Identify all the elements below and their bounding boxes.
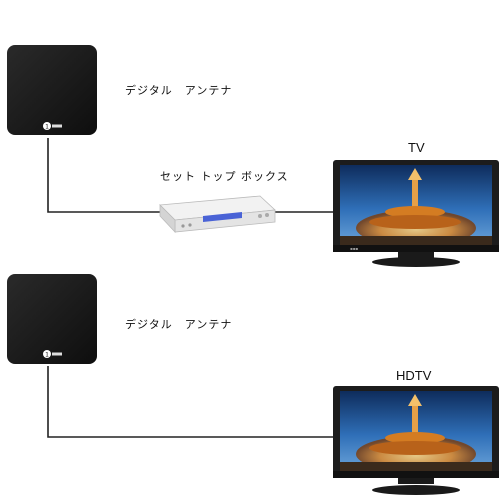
top-diagram: 1 <box>7 45 499 267</box>
svg-text:1: 1 <box>45 352 49 359</box>
tv-label: TV <box>408 140 425 155</box>
hdtv-label: HDTV <box>396 368 432 383</box>
set-top-box-label: セット トップ ボックス <box>160 170 289 183</box>
bottom-diagram: 1 <box>7 274 499 495</box>
flat-antenna-icon: 1 <box>7 274 97 364</box>
flat-antenna-icon: 1 <box>7 45 97 135</box>
set-top-box-icon <box>159 195 276 234</box>
cable-antenna-to-stb <box>47 138 170 213</box>
antenna-label-bottom: デジタル アンテナ <box>125 318 233 331</box>
cable-antenna-to-hdtv <box>47 366 335 438</box>
television-icon <box>333 386 499 495</box>
brand-logo-icon: 1 <box>43 122 62 131</box>
svg-text:▪▪▪: ▪▪▪ <box>350 246 358 251</box>
brand-logo-icon: 1 <box>43 350 62 359</box>
svg-text:1: 1 <box>45 124 49 131</box>
television-icon: ▪▪▪ <box>333 160 499 267</box>
antenna-label-top: デジタル アンテナ <box>125 84 233 97</box>
